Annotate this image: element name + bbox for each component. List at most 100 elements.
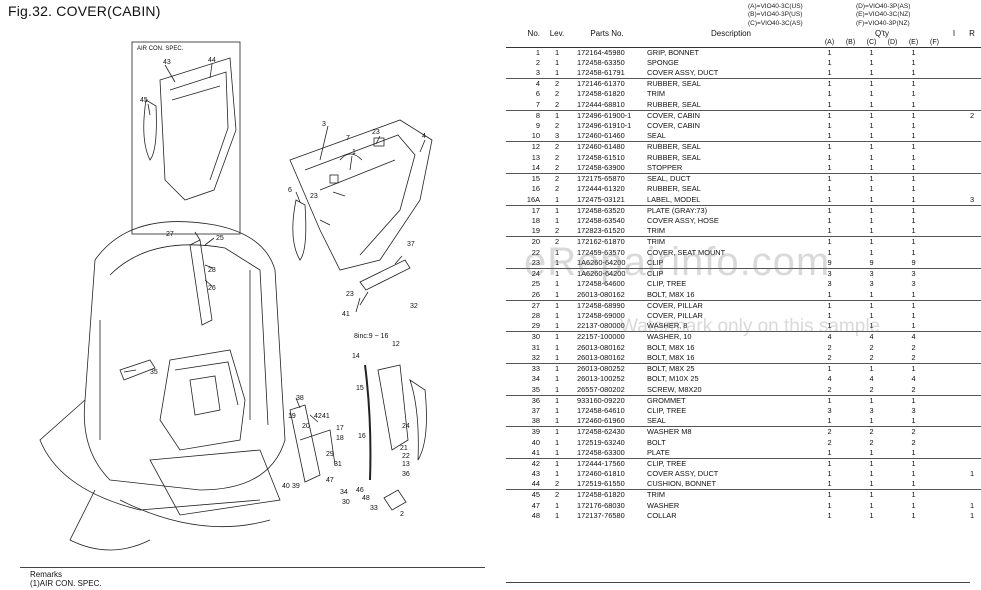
row-qty-c: 1: [869, 321, 874, 331]
row-r: [963, 311, 981, 322]
callout-13: 13: [402, 461, 410, 468]
row-i: [945, 299, 964, 311]
row-qty-f: [924, 100, 945, 111]
row-qty-c: 1: [869, 310, 874, 320]
row-qty-f: [924, 258, 945, 269]
row-level: 1: [554, 374, 560, 384]
row-qty-f: [924, 479, 945, 490]
row-part-number: 172458-61820: [571, 489, 643, 501]
callout-24: 24: [402, 423, 410, 430]
row-i: [945, 362, 964, 374]
row-description: GRIP, BONNET: [647, 47, 700, 57]
row-qty-d: [882, 100, 903, 111]
row-qty-b: [840, 236, 861, 248]
row-qty-e: 1: [911, 47, 916, 57]
row-level: 2: [543, 236, 571, 248]
row-level: 1: [554, 437, 560, 447]
row-part-number: 172823-61520: [577, 226, 625, 236]
row-no: 17: [506, 204, 543, 216]
row-r: [963, 247, 981, 258]
row-no: 40: [531, 437, 540, 447]
row-qty-d: [882, 121, 903, 132]
row-qty-b: [840, 457, 861, 469]
row-no: 22: [531, 247, 540, 257]
row-qty-a: 1: [827, 310, 832, 320]
row-qty-a: 1: [827, 469, 832, 479]
row-qty-b: [840, 58, 861, 69]
row-qty-f: [924, 247, 945, 258]
row-qty-a: 1: [827, 121, 832, 131]
row-qty-e: 1: [911, 216, 916, 226]
row-qty-d: [882, 448, 903, 459]
row-qty-f: [924, 437, 945, 448]
row-qty-c: 1: [869, 469, 874, 479]
row-qty-b: [840, 311, 861, 322]
row-qty-e: 4: [903, 331, 924, 343]
row-r: [963, 78, 981, 90]
row-qty-c: 1: [869, 511, 874, 521]
row-qty-c: 9: [869, 257, 874, 267]
diagram-callouts: AIR CON. SPEC. 43 44 45 1 3 7 23 4 6 23 …: [137, 46, 426, 518]
row-r: [963, 226, 981, 237]
note-label: 8inc:9 ~ 16: [354, 333, 389, 340]
figure-title: Fig.32. COVER(CABIN): [8, 3, 161, 19]
row-i: [945, 163, 963, 174]
row-qty-a: 1: [827, 247, 832, 257]
row-no: 2: [535, 57, 540, 67]
row-level: 1: [543, 299, 571, 311]
row-qty-b: [840, 100, 861, 111]
row-qty-f: [924, 406, 945, 417]
row-level: 1: [554, 321, 560, 331]
callout-17: 17: [336, 425, 344, 432]
row-qty-c: 1: [869, 47, 874, 57]
row-r: [963, 216, 981, 227]
row-qty-f: [924, 457, 946, 469]
row-qty-e: 1: [911, 99, 916, 109]
row-qty-e: 1: [903, 78, 924, 90]
row-no: 43: [531, 469, 540, 479]
row-no: 38: [531, 416, 540, 426]
row-qty-d: [882, 321, 903, 332]
row-part-number: 172458-63900: [577, 163, 625, 173]
row-r: [963, 406, 981, 417]
row-r: [963, 437, 981, 448]
row-part-number: 172458-62430: [571, 426, 643, 438]
row-level: 1: [554, 405, 560, 415]
row-qty-d: [882, 426, 903, 438]
row-i: [945, 321, 963, 332]
row-r: [963, 121, 981, 132]
row-qty-d: [882, 141, 903, 153]
row-qty-b: [840, 216, 861, 227]
callout-23b: 23: [310, 193, 318, 200]
row-no: 3: [535, 68, 540, 78]
row-qty-b: [840, 109, 861, 121]
row-no: 42: [506, 457, 543, 469]
row-r: [963, 141, 981, 153]
callout-15: 15: [356, 385, 364, 392]
row-no: 16A: [526, 194, 540, 204]
row-no: 48: [531, 511, 540, 521]
row-qty-d: [882, 299, 903, 311]
row-qty-a: 1: [827, 500, 832, 510]
row-description: BOLT, M10X 25: [647, 374, 699, 384]
row-qty-e: 1: [903, 362, 924, 374]
row-qty-c: 3: [869, 405, 874, 415]
row-qty-e: 1: [911, 321, 916, 331]
row-part-number: 172458-68990: [571, 299, 643, 311]
row-qty-c: 4: [861, 331, 882, 343]
row-part-number: 172475-03121: [577, 194, 625, 204]
row-part-number: 172460-61480: [571, 141, 643, 153]
row-qty-c: 1: [861, 236, 882, 248]
row-qty-d: [882, 374, 903, 385]
row-level: 1: [554, 416, 560, 426]
row-no: 24: [506, 268, 543, 280]
callout-14: 14: [352, 353, 360, 360]
